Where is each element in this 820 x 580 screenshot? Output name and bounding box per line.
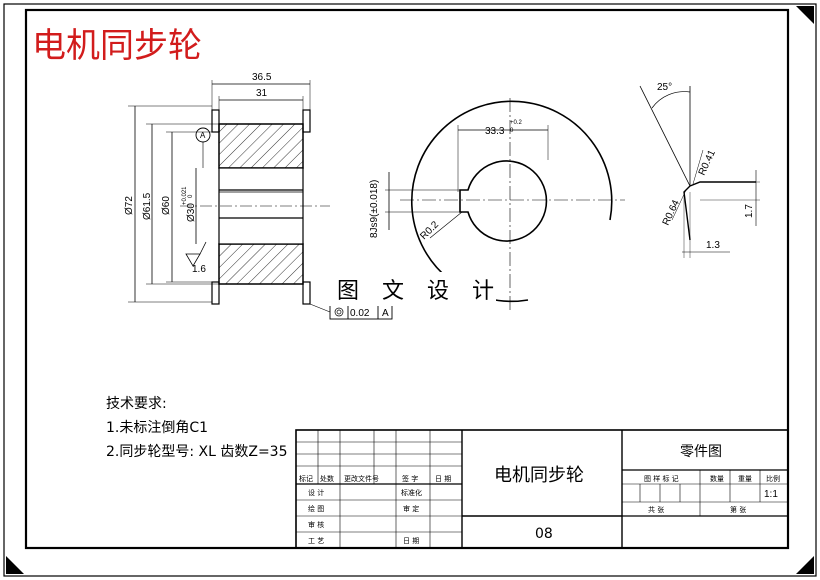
dim-31: 31 [256, 88, 268, 99]
dim-r0-64: R0.64 [661, 198, 682, 227]
tb-sheet-total: 共 张 [648, 505, 664, 514]
tol-phi30-lower: 0 [188, 194, 194, 198]
dim-1-7: 1.7 [744, 204, 755, 218]
dim-1-3: 1.3 [706, 240, 720, 251]
center-stamp: 图 文 设 计 [337, 279, 502, 304]
tooth-detail-view [639, 85, 760, 258]
center-stamp-bg [318, 272, 496, 306]
tb-header-mark: 标记 [299, 474, 313, 483]
tb-stage-mark: 图 样 标 记 [644, 474, 679, 483]
tb-row-design: 设 计 [308, 488, 324, 497]
title-block [295, 429, 789, 549]
tb-header-count: 处数 [320, 474, 334, 483]
section-view [128, 80, 393, 320]
dim-phi61-5: Ø61.5 [142, 192, 153, 220]
runout-value: 0.02 [350, 308, 370, 319]
dim-36-5: 36.5 [252, 72, 272, 83]
tb-header-date: 日 期 [435, 475, 451, 483]
tb-row-draw: 绘 图 [308, 504, 324, 513]
tb-row-process: 工 艺 [308, 537, 324, 545]
tol-phi30-upper: +0.021 [182, 186, 188, 205]
corner-marker-tr [796, 6, 814, 24]
tb-header-change-doc: 更改文件号 [344, 474, 379, 483]
dim-phi60: Ø60 [161, 196, 172, 215]
tb-drawing-number: 08 [535, 526, 553, 542]
watermark-title: 电机同步轮 [32, 26, 202, 66]
notes-title: 技术要求: [106, 396, 167, 412]
datum-a-label: A [200, 131, 206, 140]
roughness-1-6: 1.6 [192, 264, 206, 275]
dim-r0-2: R0.2 [418, 219, 441, 242]
runout-datum: A [382, 308, 389, 319]
corner-marker-bl [6, 556, 24, 574]
tb-row-approve: 审 定 [403, 504, 419, 513]
tb-stage-scale: 比例 [766, 474, 780, 483]
tb-stage-weight: 重量 [738, 475, 752, 483]
note-item-1: 1.未标注倒角C1 [106, 420, 208, 436]
dim-r0-41: R0.41 [697, 148, 718, 177]
tb-row-check: 审 核 [308, 520, 324, 529]
dim-phi30: Ø30 [186, 203, 197, 222]
dim-key-width: 8Js9(±0.018) [369, 180, 380, 238]
tb-header-sign: 签 字 [402, 474, 418, 483]
tb-part-name: 电机同步轮 [494, 465, 584, 486]
tb-scale-value: 1:1 [764, 489, 778, 500]
tol-33-3-upper: +0.2 [510, 120, 523, 126]
dim-33-3: 33.3 [485, 126, 505, 137]
tb-sheet-current: 第 张 [730, 505, 746, 514]
tb-drawing-type: 零件图 [680, 444, 722, 460]
tb-row-date: 日 期 [403, 537, 419, 545]
note-item-2: 2.同步轮型号: XL 齿数Z=35 [106, 444, 288, 460]
tol-33-3-lower: 0 [510, 128, 514, 134]
corner-marker-br [796, 556, 814, 574]
outer-border [3, 3, 817, 577]
tb-stage-qty: 数量 [710, 474, 724, 483]
tb-row-standard: 标准化 [401, 488, 422, 497]
dim-phi72: Ø72 [124, 196, 135, 215]
dim-angle-25: 25° [657, 82, 672, 93]
